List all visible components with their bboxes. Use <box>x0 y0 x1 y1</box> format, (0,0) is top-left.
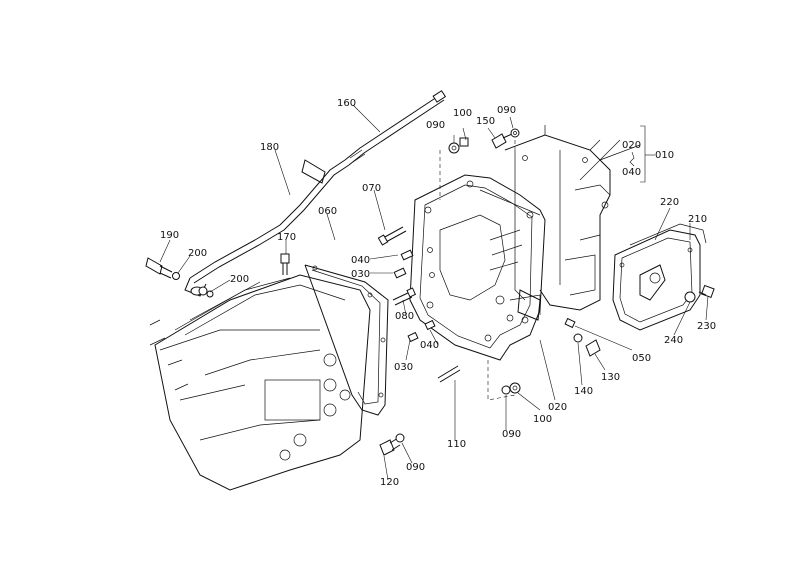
part-label-150[interactable]: 150 <box>476 116 495 127</box>
part-label-230[interactable]: 230 <box>697 321 716 332</box>
part-label-170[interactable]: 170 <box>277 232 296 243</box>
gasket-210 <box>629 223 707 246</box>
studs-dowels <box>377 226 461 383</box>
plug-240 <box>684 291 696 303</box>
plug-170 <box>280 253 290 275</box>
part-label-200-b[interactable]: 200 <box>230 274 249 285</box>
part-label-090-d[interactable]: 090 <box>406 462 425 473</box>
part-label-060[interactable]: 060 <box>318 206 337 217</box>
side-cover-220 <box>612 229 701 331</box>
part-label-070[interactable]: 070 <box>362 183 381 194</box>
bolt-120 <box>379 433 405 456</box>
dipstick-rod-assembly <box>184 90 447 297</box>
part-label-090-c[interactable]: 090 <box>502 429 521 440</box>
part-label-190[interactable]: 190 <box>160 230 179 241</box>
part-label-120[interactable]: 120 <box>380 477 399 488</box>
part-label-040[interactable]: 040 <box>351 255 370 266</box>
part-label-040-b[interactable]: 040 <box>420 340 439 351</box>
part-label-140[interactable]: 140 <box>574 386 593 397</box>
part-label-020-b[interactable]: 020 <box>548 402 567 413</box>
fasteners-top <box>448 128 520 154</box>
part-label-030-b[interactable]: 030 <box>394 362 413 373</box>
part-label-090[interactable]: 090 <box>426 120 445 131</box>
part-label-030[interactable]: 030 <box>351 269 370 280</box>
bolt-230 <box>698 284 715 299</box>
fasteners-bottom <box>501 317 601 395</box>
part-label-050[interactable]: 050 <box>632 353 651 364</box>
part-label-130[interactable]: 130 <box>601 372 620 383</box>
part-label-180[interactable]: 180 <box>260 142 279 153</box>
gasket-060 <box>304 264 389 416</box>
washer-200 <box>198 286 208 296</box>
part-label-020[interactable]: 020 <box>622 140 641 151</box>
part-label-100-b[interactable]: 100 <box>533 414 552 425</box>
part-label-110[interactable]: 110 <box>447 439 466 450</box>
part-label-210[interactable]: 210 <box>688 214 707 225</box>
washer-200-b <box>206 290 214 298</box>
part-label-010[interactable]: 010 <box>655 150 674 161</box>
part-label-160[interactable]: 160 <box>337 98 356 109</box>
middle-plate-cover <box>409 174 546 361</box>
bolt-190 <box>145 257 180 280</box>
part-label-040-c[interactable]: 040 <box>622 167 641 178</box>
part-labels: 160 180 190 200 200 170 060 070 040 030 … <box>160 98 716 488</box>
transmission-housing <box>149 274 371 491</box>
part-label-200[interactable]: 200 <box>188 248 207 259</box>
rear-housing <box>504 125 641 311</box>
part-label-240[interactable]: 240 <box>664 335 683 346</box>
part-label-090-b[interactable]: 090 <box>497 105 516 116</box>
part-label-080[interactable]: 080 <box>395 311 414 322</box>
part-label-220[interactable]: 220 <box>660 197 679 208</box>
part-label-100[interactable]: 100 <box>453 108 472 119</box>
leader-lines <box>159 104 709 481</box>
